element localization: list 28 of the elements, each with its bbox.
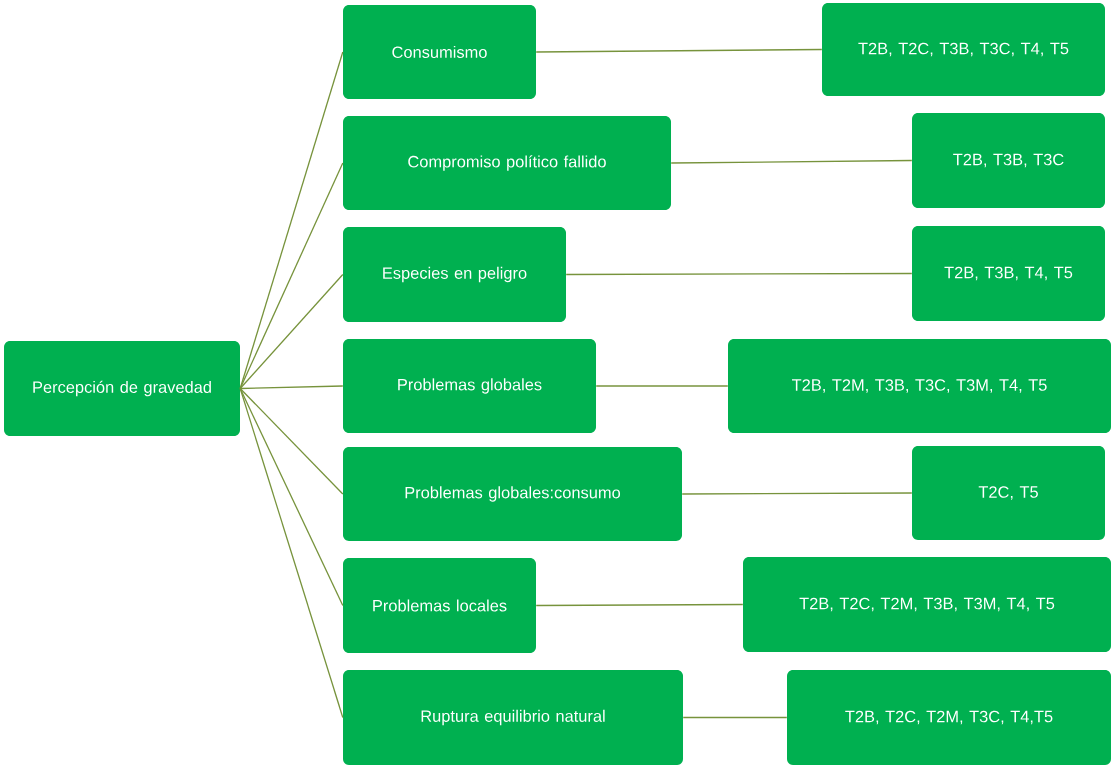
- connector-line: [239, 387, 344, 719]
- category-box: T2B, T2C, T2M, T3B, T3M, T4, T5: [743, 557, 1111, 652]
- category-box: T2C, T5: [912, 446, 1105, 540]
- connector-line: [670, 159, 913, 164]
- category-box: Consumismo: [343, 5, 536, 99]
- connector-line: [239, 387, 344, 607]
- connector-line: [535, 48, 823, 53]
- category-box: T2B, T3B, T4, T5: [912, 226, 1105, 321]
- connector-line: [239, 273, 344, 390]
- connector-line: [239, 162, 344, 390]
- connector-line: [535, 603, 744, 607]
- category-box: T2B, T2C, T2M, T3C, T4,T5: [787, 670, 1111, 765]
- connector-line: [565, 272, 913, 276]
- category-box: Compromiso político fallido: [343, 116, 671, 210]
- connector-line: [682, 716, 788, 719]
- root-box: Percepción de gravedad: [4, 341, 240, 436]
- category-box: Especies en peligro: [343, 227, 566, 322]
- connector-line: [239, 387, 344, 495]
- connector-line: [239, 385, 344, 390]
- category-box: T2B, T3B, T3C: [912, 113, 1105, 208]
- category-box: Ruptura equilibrio natural: [343, 670, 683, 765]
- category-box: T2B, T2C, T3B, T3C, T4, T5: [822, 3, 1105, 96]
- connector-line: [595, 385, 729, 387]
- connector-line: [681, 492, 913, 495]
- category-box: Problemas globales:consumo: [343, 447, 682, 541]
- category-box: T2B, T2M, T3B, T3C, T3M, T4, T5: [728, 339, 1111, 433]
- category-box: Problemas locales: [343, 558, 536, 653]
- category-box: Problemas globales: [343, 339, 596, 433]
